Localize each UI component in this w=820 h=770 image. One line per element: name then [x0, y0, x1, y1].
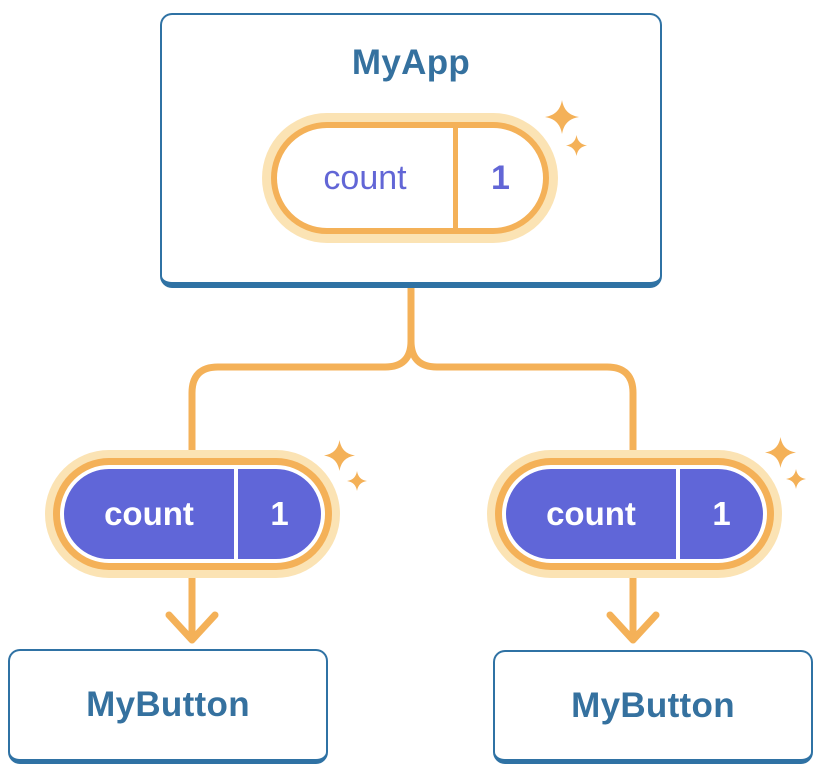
prop-name: count: [104, 495, 194, 532]
sparkle-icon: [786, 469, 806, 489]
pill-divider: [234, 469, 238, 559]
arrow-down-icon: [606, 611, 660, 644]
root-component-card: MyApp count 1: [160, 13, 662, 288]
state-value: 1: [491, 158, 510, 197]
connector-branch-left: [188, 284, 415, 638]
pill-divider: [453, 128, 458, 228]
prop-pill-right: count 1: [502, 465, 767, 563]
sparkle-icon: [324, 440, 355, 471]
child-component-card-right: MyButton: [493, 650, 813, 764]
prop-pill-left: count 1: [60, 465, 325, 563]
prop-value: 1: [712, 495, 731, 532]
prop-name: count: [546, 495, 636, 532]
sparkle-icon: [765, 437, 796, 468]
connector-branch-right: [407, 337, 637, 638]
arrow-down-icon: [165, 611, 219, 644]
prop-value: 1: [270, 495, 289, 532]
state-pill: count 1: [271, 122, 549, 234]
child-component-card-left: MyButton: [8, 649, 328, 764]
sparkle-icon: [545, 100, 579, 134]
sparkle-icon: [566, 135, 587, 156]
state-name: count: [323, 158, 407, 197]
component-title: MyButton: [86, 685, 250, 724]
component-title: MyApp: [351, 43, 471, 82]
component-title: MyButton: [571, 685, 735, 725]
sparkle-icon: [347, 471, 367, 491]
pill-divider: [676, 469, 680, 559]
